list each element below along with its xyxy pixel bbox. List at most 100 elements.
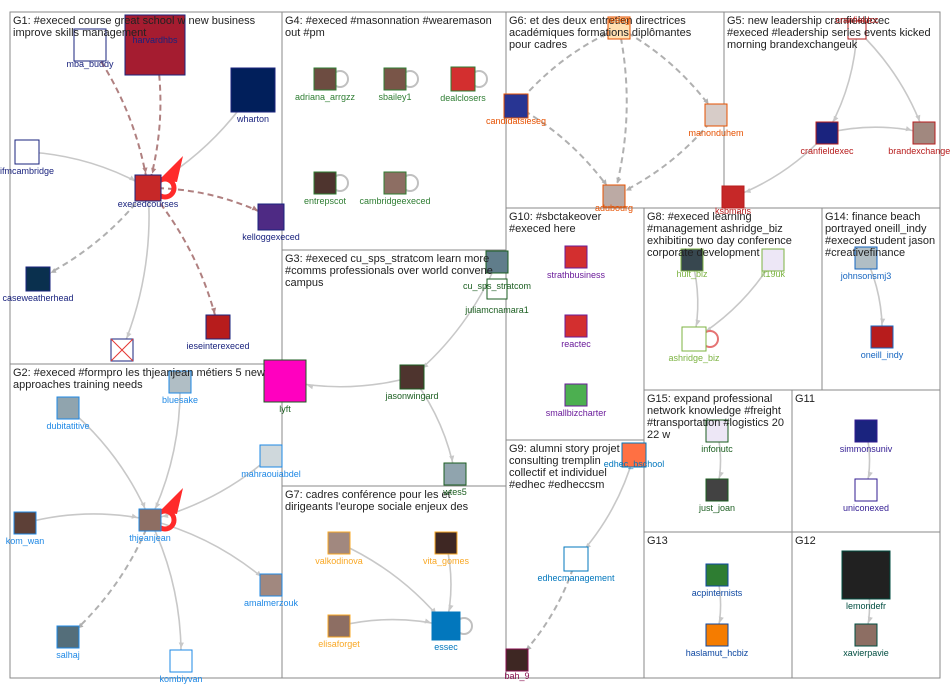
- node-dubitatitive[interactable]: [56, 396, 80, 420]
- arrowhead-kom_wan-thjeanjean: [131, 513, 138, 519]
- node-harvardhbs[interactable]: [124, 14, 186, 76]
- arrowhead-cranfieldexec-ksbmaris: [745, 188, 752, 193]
- node-label-lt19uk: lt19uk: [761, 269, 786, 279]
- node-acpinternists[interactable]: [705, 563, 729, 587]
- node-smallbizcharter[interactable]: [564, 383, 588, 407]
- node-label-acpinternists: acpinternists: [692, 588, 743, 598]
- panel-title-g7: G7: cadres conférence pour les et dirige…: [285, 489, 469, 513]
- node-label-oneill_indy: oneill_indy: [861, 350, 904, 360]
- node-label-simmonsuniv: simmonsuniv: [840, 444, 893, 454]
- panel-title-g7-line: G7: cadres conférence pour les et: [285, 489, 451, 501]
- node-label-ifmcambridge: ifmcambridge: [0, 166, 54, 176]
- edge-thjeanjean-salhaj: [67, 519, 151, 638]
- panel-title-g8-line: exhibiting two day conference: [647, 235, 792, 247]
- node-essec[interactable]: [431, 611, 461, 641]
- node-sbailey1[interactable]: [383, 67, 407, 91]
- node-label-wharton: wharton: [236, 114, 269, 124]
- node-bluesake[interactable]: [168, 370, 192, 394]
- node-label-adriana_arrgzz: adriana_arrgzz: [295, 92, 356, 102]
- panel-title-g1: G1: #execed course great school w new bu…: [13, 15, 258, 39]
- node-lemondefr[interactable]: [841, 550, 891, 600]
- node-just_joan[interactable]: [705, 478, 729, 502]
- node-label-bluesake: bluesake: [162, 395, 198, 405]
- node-cranfieldexec[interactable]: [815, 121, 839, 145]
- node-bah_9[interactable]: [505, 648, 529, 672]
- node-edhec_bschool[interactable]: [621, 442, 647, 468]
- panel-title-g3-line: G3: #execed cu_sps_stratcom learn more: [285, 253, 489, 265]
- edge-cranfieldcc-brandexchangeuk: [856, 29, 925, 134]
- node-xavierpavie[interactable]: [854, 623, 878, 647]
- node-reactec[interactable]: [564, 314, 588, 338]
- arrowhead-hult_biz-ashridge_biz: [695, 319, 701, 326]
- node-mahraouiabdel[interactable]: [259, 444, 283, 468]
- arrowhead-execedcourses-ieseinterexeced: [211, 307, 217, 314]
- node-label-edhecmanagement: edhecmanagement: [537, 573, 615, 583]
- node-label-mba_buddy: mba_buddy: [66, 59, 114, 69]
- node-label-brandexchangeuk: brandexchangeuk: [888, 146, 950, 156]
- node-valkodinova[interactable]: [327, 531, 351, 555]
- arrowhead-ieseg-adubourg: [616, 177, 622, 184]
- node-lt19uk[interactable]: [761, 248, 785, 272]
- node-jasonwingard[interactable]: [399, 364, 425, 390]
- node-label-johnsonsmj3: johnsonsmj3: [840, 271, 892, 281]
- node-ifmcambridge[interactable]: [14, 139, 40, 165]
- node-label-cranfieldcc: cranfieldcc: [835, 15, 879, 25]
- node-lyft[interactable]: [263, 359, 307, 403]
- node-wharton[interactable]: [230, 67, 276, 113]
- panel-title-g15-line: #transportation #logistics 20: [647, 417, 784, 429]
- node-salhaj[interactable]: [56, 625, 80, 649]
- node-brandexchangeuk[interactable]: [912, 121, 936, 145]
- node-caseweatherhead[interactable]: [25, 266, 51, 292]
- node-cambridgeexeced[interactable]: [383, 171, 407, 195]
- panel-title-g6-line: pour cadres: [509, 39, 568, 51]
- node-haslamut_hcbiz[interactable]: [705, 623, 729, 647]
- arrowhead-manonduhem-adubourg: [625, 185, 632, 191]
- node-execedcourses[interactable]: [134, 174, 162, 202]
- node-cranfieldcc[interactable]: [847, 20, 867, 40]
- panel-grid: [9, 11, 941, 679]
- node-infonutc[interactable]: [705, 419, 729, 443]
- panel-title-g2: G2: #execed #formpro les thjeanjean méti…: [13, 367, 268, 391]
- node-uniconexed[interactable]: [854, 478, 878, 502]
- node-adubourg[interactable]: [602, 184, 626, 208]
- node-johnsonsmj3[interactable]: [854, 246, 878, 270]
- arrowhead-execedcourses-kelloggexeced: [251, 205, 258, 211]
- edge-candidatsieseg-adubourg: [515, 105, 615, 197]
- node-kelloggexeced[interactable]: [257, 203, 285, 231]
- node-thjeanjean[interactable]: [138, 508, 162, 532]
- node-hult_biz[interactable]: [680, 248, 704, 272]
- node-juliamcnamara1[interactable]: [486, 278, 508, 300]
- node-label-entrepscot: entrepscot: [304, 196, 347, 206]
- node-kom_wan[interactable]: [13, 511, 37, 535]
- node-manonduhem[interactable]: [704, 103, 728, 127]
- node-vita_gomes[interactable]: [434, 531, 458, 555]
- arrowhead-johnsonsmj3-oneill_indy: [880, 318, 886, 325]
- edge-elisaforget-essec: [338, 618, 447, 627]
- node-simmonsuniv[interactable]: [854, 419, 878, 443]
- node-candidatsieseg[interactable]: [503, 93, 529, 119]
- node-label-reactec: reactec: [561, 339, 591, 349]
- node-ksbmaris[interactable]: [721, 185, 745, 209]
- node-ieseinterexeced[interactable]: [205, 314, 231, 340]
- node-elisaforget[interactable]: [327, 614, 351, 638]
- node-dealclosers[interactable]: [450, 66, 476, 92]
- node-entrepscot[interactable]: [313, 171, 337, 195]
- node-cu_sps_stratcom[interactable]: [485, 250, 509, 274]
- node-label-harvardhbs: harvardhbs: [132, 35, 178, 45]
- node-oneill_indy[interactable]: [870, 325, 894, 349]
- node-kombiyvan[interactable]: [169, 649, 193, 673]
- node-amalmerzouk[interactable]: [259, 573, 283, 597]
- node-mba_buddy[interactable]: [73, 28, 107, 62]
- arrowhead-execedcourses-unknown-g1: [126, 332, 132, 338]
- node-label-bah_9: bah_9: [504, 671, 529, 681]
- node-ieseg[interactable]: [607, 16, 631, 40]
- node-wtes5[interactable]: [443, 462, 467, 486]
- node-edhecmanagement[interactable]: [563, 546, 589, 572]
- node-labels: mba_buddy harvardhbs wharton ifmcambridge ex…: [0, 15, 950, 684]
- node-ashridge_biz[interactable]: [681, 326, 707, 352]
- node-strathbusiness[interactable]: [564, 245, 588, 269]
- arrowhead-infonutc-just_joan: [718, 471, 724, 478]
- node-adriana_arrgzz[interactable]: [313, 67, 337, 91]
- arrowhead-elisaforget-essec: [424, 618, 431, 624]
- panel-title-g9-line: consulting tremplin: [509, 455, 601, 467]
